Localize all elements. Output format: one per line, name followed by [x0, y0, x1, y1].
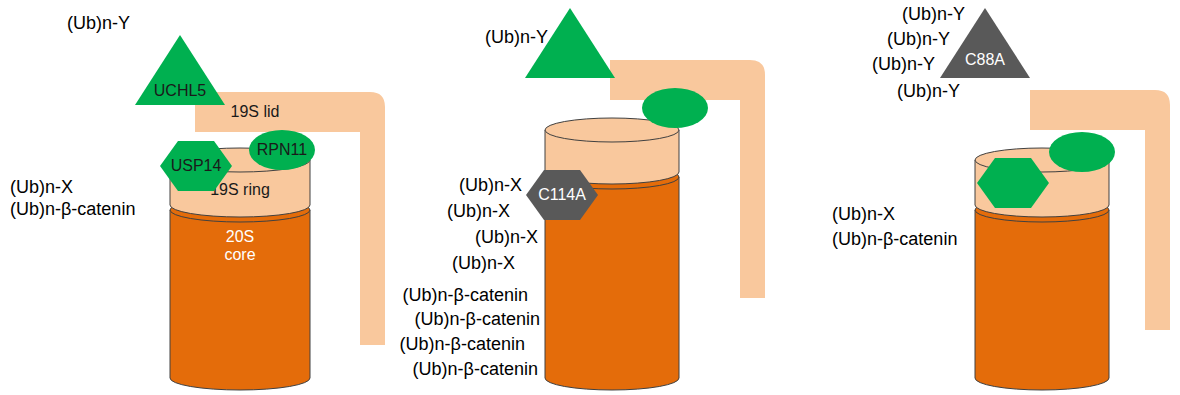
core-cylinder	[975, 210, 1109, 390]
deubiquitinase-ellipse: RPN11	[249, 130, 315, 170]
deubiquitinase-ellipse	[642, 88, 708, 128]
hexagon-outline	[526, 170, 598, 220]
substrate-label: (Ub)n-β-catenin	[415, 309, 540, 331]
cylinder-top	[170, 198, 310, 222]
substrate-label: (Ub)n-β-catenin	[832, 229, 957, 251]
deubiquitinase-ellipse	[1049, 132, 1115, 172]
node-label: 20S core	[215, 228, 265, 265]
substrate-label: (Ub)n-β-catenin	[403, 285, 528, 307]
node-label: C88A	[965, 51, 1005, 69]
node-label: UCHL5	[154, 82, 206, 100]
substrate-label: (Ub)n-Y	[485, 27, 548, 49]
node-label: 19S lid	[231, 103, 280, 121]
core-cylinder-shape	[170, 198, 310, 390]
deubiquitinase-hexagon	[977, 158, 1049, 208]
substrate-label: (Ub)n-Y	[902, 4, 965, 26]
substrate-label: (Ub)n-β-catenin	[400, 334, 525, 356]
substrate-label: (Ub)n-X	[832, 204, 895, 226]
deubiquitinase-hexagon: USP14	[160, 141, 232, 191]
substrate-label: (Ub)n-β-catenin	[10, 199, 135, 221]
ellipse-outline	[249, 130, 315, 170]
substrate-label: (Ub)n-Y	[872, 54, 935, 76]
substrate-label: (Ub)n-X	[452, 253, 515, 275]
cylinder-body	[170, 210, 310, 390]
substrate-label: (Ub)n-X	[447, 201, 510, 223]
substrate-label: (Ub)n-Y	[67, 13, 130, 35]
cylinder-top	[170, 148, 310, 172]
substrate-label: (Ub)n-Y	[887, 29, 950, 51]
core-cylinder: 20S core	[170, 198, 310, 390]
node-label: C114A	[538, 186, 586, 204]
node-label: USP14	[171, 157, 222, 175]
substrate-label: (Ub)n-X	[459, 175, 522, 197]
mutant-hexagon: C114A	[526, 170, 598, 220]
node-label: RPN11	[257, 141, 307, 159]
triangle-outline	[135, 35, 225, 105]
substrate-label: (Ub)n-X	[10, 177, 73, 199]
substrate-label: (Ub)n-β-catenin	[413, 359, 538, 381]
substrate-label: (Ub)n-X	[475, 227, 538, 249]
substrate-label: (Ub)n-Y	[897, 81, 960, 103]
deubiquitinase-triangle: UCHL5	[135, 35, 225, 105]
